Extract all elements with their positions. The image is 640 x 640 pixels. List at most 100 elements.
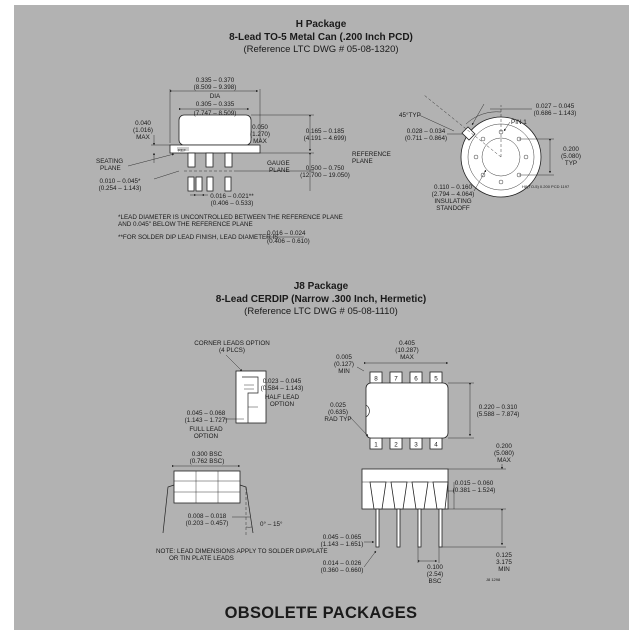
dim-lead-step-mm: (0.254 – 1.143) [99,185,142,192]
dim-radius-mm: (0.635) [328,409,348,416]
can-body [178,114,252,146]
dim-lead-length-mm: 3.175 [496,559,512,566]
dim-left-height-inch: 0.040 [135,120,151,127]
top-pin-number: 5 [434,376,438,383]
dim-height-mm: (5.080) [494,450,514,457]
h-angle: 45°TYP [399,111,421,119]
h-note-1a: *LEAD DIAMETER IS UNCONTROLLED BETWEEN T… [118,214,343,221]
dim-flange-max: MAX [253,138,267,145]
insulating-standoff-2: STANDOFF [436,205,470,212]
dim-half-lead-inch: 0.023 – 0.045 [263,378,302,385]
j8-side-view: 0.200 (5.080) MAX 0.015 – 0.060 (0.381 –… [321,443,514,585]
j8-end-view: 0.300 BSC (0.762 BSC) 0° – 15° 0.008 – 0… [156,451,328,562]
dim-dia-mm: (8.509 – 9.398) [194,84,237,91]
j8-package-subtitle: 8-Lead CERDIP (Narrow .300 Inch, Hermeti… [216,294,426,305]
h-drawing-code: H8(TO-5) 0.200 PCD 1197 [522,184,570,189]
dim-gap-min: MIN [338,368,350,375]
gauge-plane-1: GAUGE [267,160,290,167]
top-pin-number: 6 [414,376,418,383]
bottom-pin-number: 2 [394,442,398,449]
dim-gap-mm: (0.127) [334,361,354,368]
dim-body-inch: 0.305 – 0.335 [196,101,235,108]
dim-height-inch: 0.165 – 0.185 [306,128,345,135]
dim-lead-length-min: MIN [498,566,510,573]
svg-text:REF: REF [178,148,187,153]
full-lead-option-1: FULL LEAD [189,426,223,433]
dip-body [365,382,449,439]
dim-pcd-mm: (5.080) [561,153,581,160]
dim-pcd-inch: 0.200 [563,146,579,153]
j8-note-a: NOTE: LEAD DIMENSIONS APPLY TO SOLDER DI… [156,548,328,555]
h-note-1b: AND 0.045" BELOW THE REFERENCE PLANE [118,221,253,228]
dim-tab-length-mm: (0.711 – 0.864) [405,135,447,142]
dim-pitch-bsc: BSC [429,578,442,585]
h-side-view: REF 0.335 – 0.370 (8.509 – 9.398) DIA 0.… [96,77,350,207]
obsolete-packages-footer: OBSOLETE PACKAGES [225,604,418,622]
dim-pitch-mm: (2.54) [427,571,443,578]
dim-height-inch: 0.200 [496,443,512,450]
lead-angle: 0° – 15° [260,520,283,528]
reference-plane-1: REFERENCE [352,151,391,158]
j8-drawing-code: J8 1298 [486,577,501,582]
dim-tab-length-inch: 0.028 – 0.034 [407,128,446,135]
h-note-2-inch: 0.016 – 0.024 [267,230,306,237]
gauge-plane-2: PLANE [269,167,290,174]
half-lead-option-1: HALF LEAD [265,394,300,401]
top-pin-number: 7 [394,376,398,383]
dim-lead-length-inch: 0.500 – 0.750 [306,165,345,172]
dim-pitch-inch: 0.100 [427,564,443,571]
half-lead-option-2: OPTION [270,401,295,408]
bottom-pin-number: 4 [434,442,438,449]
seating-plane-2: PLANE [100,165,121,172]
dim-height-max: MAX [497,457,511,464]
dim-standoff-mm: (2.794 – 4.064) [432,191,475,198]
h-package-subtitle: 8-Lead TO-5 Metal Can (.200 Inch PCD) [229,32,413,43]
dim-flange-mm: (1.270) [250,131,270,138]
dim-tab-width-inch: 0.027 – 0.045 [536,103,575,110]
dim-dia-label: DIA [210,93,221,100]
dim-lead-wide-inch: 0.045 – 0.065 [323,534,362,541]
dim-full-lead-inch: 0.045 – 0.068 [187,410,226,417]
dim-lead-dia-inch: 0.016 – 0.021** [210,193,254,200]
dim-row-spacing-inch: 0.300 BSC [192,451,223,458]
full-lead-option-2: OPTION [194,433,219,440]
package-drawings: H Package 8-Lead TO-5 Metal Can (.200 In… [96,19,581,622]
dim-left-height-mm: (1.016) [133,127,153,134]
dim-lead-thickness-inch: 0.008 – 0.018 [188,513,227,520]
dim-full-lead-mm: (1.143 – 1.727) [185,417,228,424]
j8-note-b: OR TIN PLATE LEADS [169,555,234,562]
dim-left-height-max: MAX [136,134,150,141]
j8-package-reference: (Reference LTC DWG # 05-08-1110) [244,306,398,317]
dim-radius-typ: RAD TYP [324,416,351,423]
dim-shoulder-inch: 0.015 – 0.060 [455,480,494,487]
dim-row-spacing-mm: (0.762 BSC) [190,458,225,465]
dim-lead-narrow-mm: (0.360 – 0.660) [321,567,364,574]
dim-length-mm: (10.287) [395,347,418,354]
h-note-2: **FOR SOLDER DIP LEAD FINISH, LEAD DIAME… [118,234,279,241]
h-package-title: H Package [296,19,347,30]
h-note-2-mm: (0.406 – 0.610) [267,238,310,245]
h-package-reference: (Reference LTC DWG # 05-08-1320) [243,44,398,55]
dim-lead-thickness-mm: (0.203 – 0.457) [186,520,229,527]
dim-width-inch: 0.220 – 0.310 [479,404,518,411]
seating-plane-1: SEATING [96,158,123,165]
index-tab [461,126,476,141]
dim-dia-inch: 0.335 – 0.370 [196,77,235,84]
j8-package-title: J8 Package [294,281,349,292]
h-top-view: 45°TYP 0.027 – 0.045 (0.686 – 1.143) PIN… [352,94,581,212]
dim-lead-step-inch: 0.010 – 0.045* [100,178,142,185]
dim-standoff-inch: 0.110 – 0.160 [434,184,473,191]
dim-lead-length-mm: (12.700 – 19.050) [300,172,350,179]
top-pin-number: 8 [374,376,378,383]
dim-gap-inch: 0.005 [336,354,352,361]
drawing-sheet: H Package 8-Lead TO-5 Metal Can (.200 In… [14,5,629,630]
dim-radius-inch: 0.025 [330,402,346,409]
corner-leads-2: (4 PLCS) [219,347,245,354]
corner-leads-1: CORNER LEADS OPTION [194,340,270,347]
dim-lead-dia-mm: (0.406 – 0.533) [211,200,254,207]
bottom-pin-number: 3 [414,442,418,449]
j8-lead-options: CORNER LEADS OPTION (4 PLCS) 0.023 – 0.0… [185,340,304,440]
dim-length-max: MAX [400,354,414,361]
dim-body-mm: (7.747 – 8.509) [194,110,237,117]
